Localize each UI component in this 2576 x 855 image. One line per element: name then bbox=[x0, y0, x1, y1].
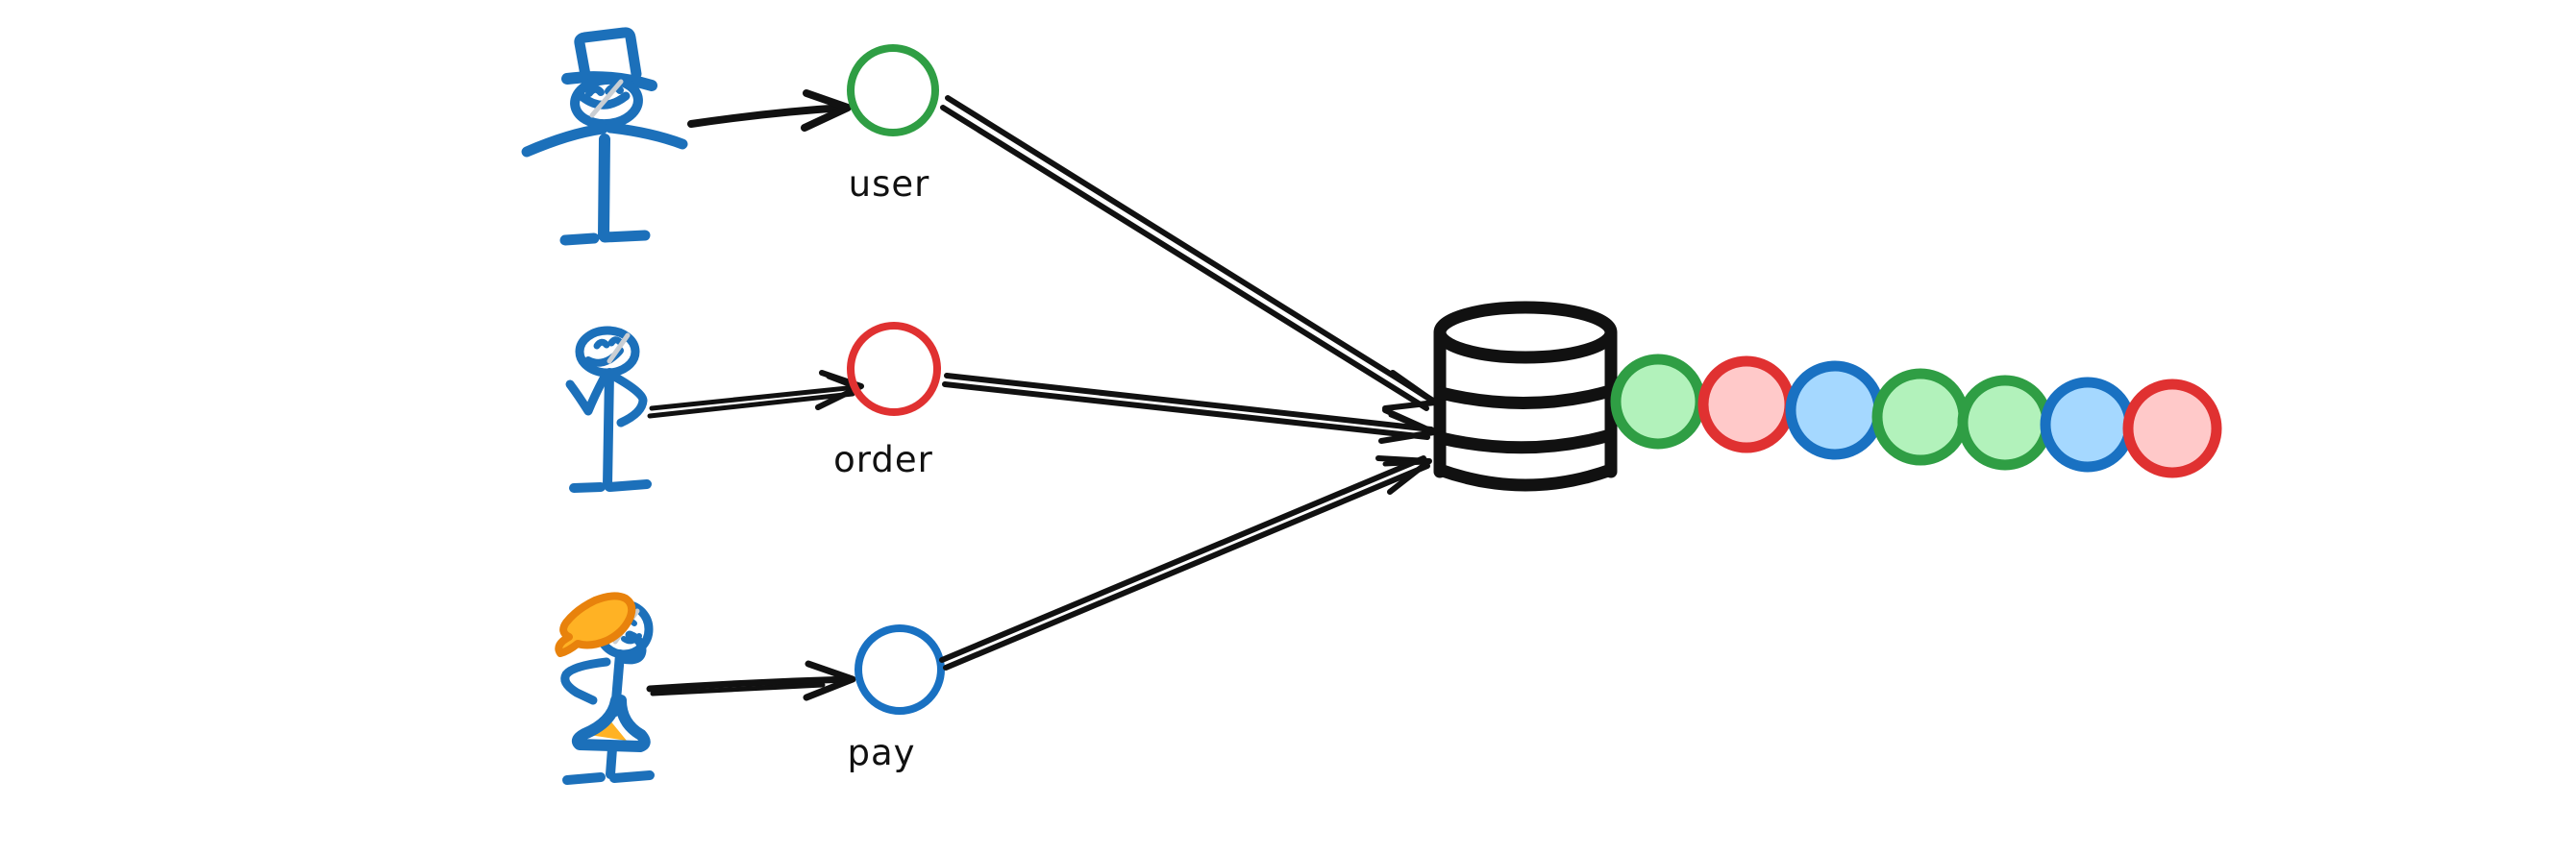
actor-foot-right bbox=[605, 479, 652, 492]
event-circle-red[interactable] bbox=[2122, 379, 2222, 478]
actor-eye-right bbox=[607, 336, 624, 347]
pay-circle bbox=[855, 624, 945, 715]
event-circle-red[interactable] bbox=[1697, 355, 1796, 453]
service-node-pay[interactable]: pay bbox=[847, 624, 945, 773]
service-label-order[interactable]: order bbox=[833, 439, 933, 480]
actor-foot-right bbox=[599, 230, 651, 243]
arrow-order-actor-to-order[interactable] bbox=[647, 370, 864, 419]
skirt-triangle-fill bbox=[589, 720, 627, 741]
actor-torso bbox=[603, 368, 614, 490]
arrow-pay-actor-to-pay[interactable] bbox=[646, 660, 856, 701]
event-circle-green[interactable] bbox=[1610, 354, 1706, 450]
event-circle-blue[interactable] bbox=[1785, 360, 1885, 460]
actor-arm-left bbox=[565, 374, 608, 416]
service-to-db-arrows bbox=[939, 95, 1438, 671]
top-hat-icon bbox=[574, 27, 642, 81]
service-node-order[interactable]: order bbox=[833, 322, 941, 480]
actor-pay[interactable] bbox=[555, 592, 655, 785]
event-circle-green[interactable] bbox=[1871, 368, 1969, 466]
actor-torso bbox=[598, 134, 610, 241]
actor-arrows bbox=[646, 89, 864, 701]
event-circle-green[interactable] bbox=[1957, 375, 2053, 471]
arrow-user-to-db[interactable] bbox=[940, 95, 1438, 411]
actor-eye-left bbox=[593, 338, 610, 350]
service-node-user[interactable]: user bbox=[847, 44, 939, 205]
event-circle-blue[interactable] bbox=[2040, 377, 2136, 473]
hair-icon bbox=[555, 592, 636, 657]
actor-arm-right bbox=[605, 122, 688, 150]
event-stream bbox=[1610, 354, 2222, 478]
service-nodes: user order pay bbox=[833, 44, 945, 773]
actor-user[interactable] bbox=[521, 27, 688, 246]
head-highlight bbox=[589, 79, 624, 118]
actor-arm-right bbox=[617, 630, 647, 665]
actor-foot-left bbox=[569, 482, 606, 493]
arrow-pay-to-db[interactable] bbox=[939, 455, 1432, 671]
database-cylinder-icon[interactable] bbox=[1433, 301, 1618, 492]
actor-leg bbox=[606, 744, 617, 779]
service-label-user[interactable]: user bbox=[849, 163, 930, 205]
head-highlight bbox=[607, 332, 631, 364]
actor-eye-left bbox=[585, 85, 605, 97]
arrow-user-actor-to-user[interactable] bbox=[687, 89, 852, 132]
db-band-1 bbox=[1434, 384, 1617, 409]
arrow-order-to-db[interactable] bbox=[942, 373, 1437, 444]
db-band-2 bbox=[1434, 428, 1617, 454]
db-top-ellipse bbox=[1433, 301, 1618, 364]
actor-arm-right bbox=[611, 373, 648, 428]
order-circle bbox=[847, 322, 941, 416]
actor-arm-left bbox=[521, 123, 608, 158]
db-bottom bbox=[1433, 463, 1618, 492]
service-label-pay[interactable]: pay bbox=[847, 732, 915, 773]
actor-foot-right bbox=[609, 770, 655, 783]
actor-order[interactable] bbox=[565, 326, 652, 493]
actor-arm-left bbox=[560, 657, 611, 705]
actor-foot-left bbox=[562, 772, 606, 785]
user-circle bbox=[847, 44, 939, 136]
actor-foot-left bbox=[559, 232, 600, 246]
